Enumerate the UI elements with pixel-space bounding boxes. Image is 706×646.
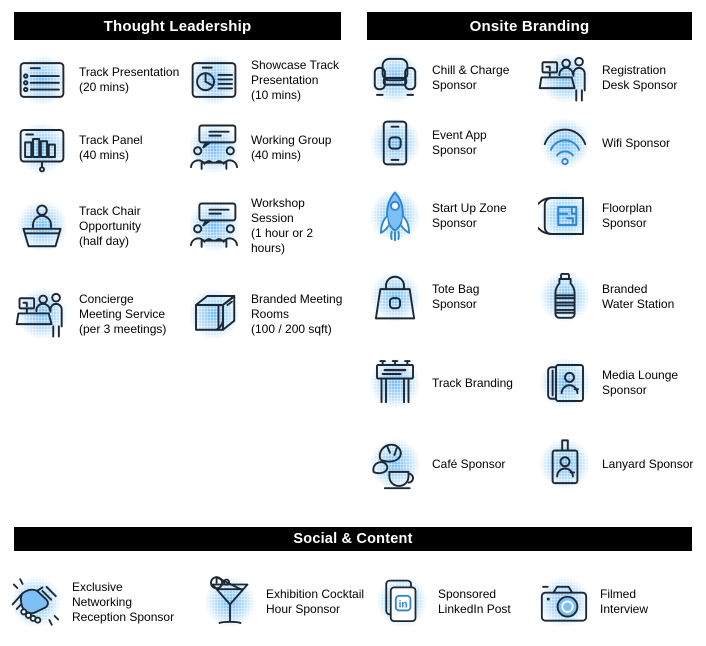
item-lanyard: Lanyard Sponsor bbox=[537, 426, 699, 502]
group-discussion-icon bbox=[186, 198, 242, 254]
media-lounge-icon bbox=[537, 355, 593, 411]
item-cafe: Café Sponsor bbox=[367, 426, 537, 502]
smartphone-icon bbox=[367, 115, 423, 171]
section-title: Thought Leadership bbox=[103, 17, 252, 35]
item-label: Track Panel(40 mins) bbox=[79, 133, 143, 162]
bar-chart-board-icon bbox=[14, 120, 70, 176]
presentation-slide-icon bbox=[14, 52, 70, 108]
pie-chart-slide-icon bbox=[186, 52, 242, 108]
item-workshop-session: Workshop Session(1 hour or 2 hours) bbox=[186, 184, 346, 268]
item-label: Café Sponsor bbox=[432, 456, 506, 471]
item-track-branding: Track Branding bbox=[367, 340, 537, 426]
service-desk-icon bbox=[14, 286, 70, 342]
item-label: Track Branding bbox=[432, 375, 513, 390]
item-label: Working Group(40 mins) bbox=[251, 133, 332, 162]
cafe-icon bbox=[367, 436, 423, 492]
item-track-presentation: Track Presentation(20 mins) bbox=[14, 48, 186, 112]
cocktail-icon bbox=[202, 574, 258, 630]
floorplan-icon bbox=[537, 188, 593, 244]
item-track-panel: Track Panel(40 mins) bbox=[14, 112, 186, 184]
linkedin-logo-text: in bbox=[399, 600, 408, 611]
service-desk-icon bbox=[537, 50, 593, 106]
meeting-room-icon bbox=[186, 286, 242, 342]
item-label: Workshop Session(1 hour or 2 hours) bbox=[251, 196, 314, 255]
section-header-thought-leadership: Thought Leadership bbox=[14, 12, 341, 40]
camera-icon bbox=[536, 574, 592, 630]
section-title: Onsite Branding bbox=[469, 17, 590, 35]
banner-icon bbox=[367, 355, 423, 411]
lanyard-icon bbox=[537, 436, 593, 492]
item-label: Wifi Sponsor bbox=[602, 135, 671, 150]
podium-speaker-icon bbox=[14, 198, 70, 254]
section-header-social-content: Social & Content bbox=[14, 527, 692, 551]
rocket-icon bbox=[367, 188, 423, 244]
thought-leadership-grid: Track Presentation(20 mins) Showcase Tra… bbox=[14, 48, 346, 360]
section-header-onsite-branding: Onsite Branding bbox=[367, 12, 692, 40]
wifi-icon bbox=[537, 115, 593, 171]
item-label: Lanyard Sponsor bbox=[602, 456, 694, 471]
water-bottle-icon bbox=[537, 269, 593, 325]
tote-bag-icon bbox=[367, 269, 423, 325]
item-wifi: Wifi Sponsor bbox=[537, 108, 699, 178]
item-label: Track Presentation(20 mins) bbox=[79, 65, 180, 94]
armchair-icon bbox=[367, 50, 423, 106]
handshake-icon bbox=[8, 574, 64, 630]
item-working-group: Working Group(40 mins) bbox=[186, 112, 346, 184]
section-title: Social & Content bbox=[293, 531, 413, 547]
group-discussion-icon bbox=[186, 120, 242, 176]
linkedin-icon: in bbox=[374, 574, 430, 630]
